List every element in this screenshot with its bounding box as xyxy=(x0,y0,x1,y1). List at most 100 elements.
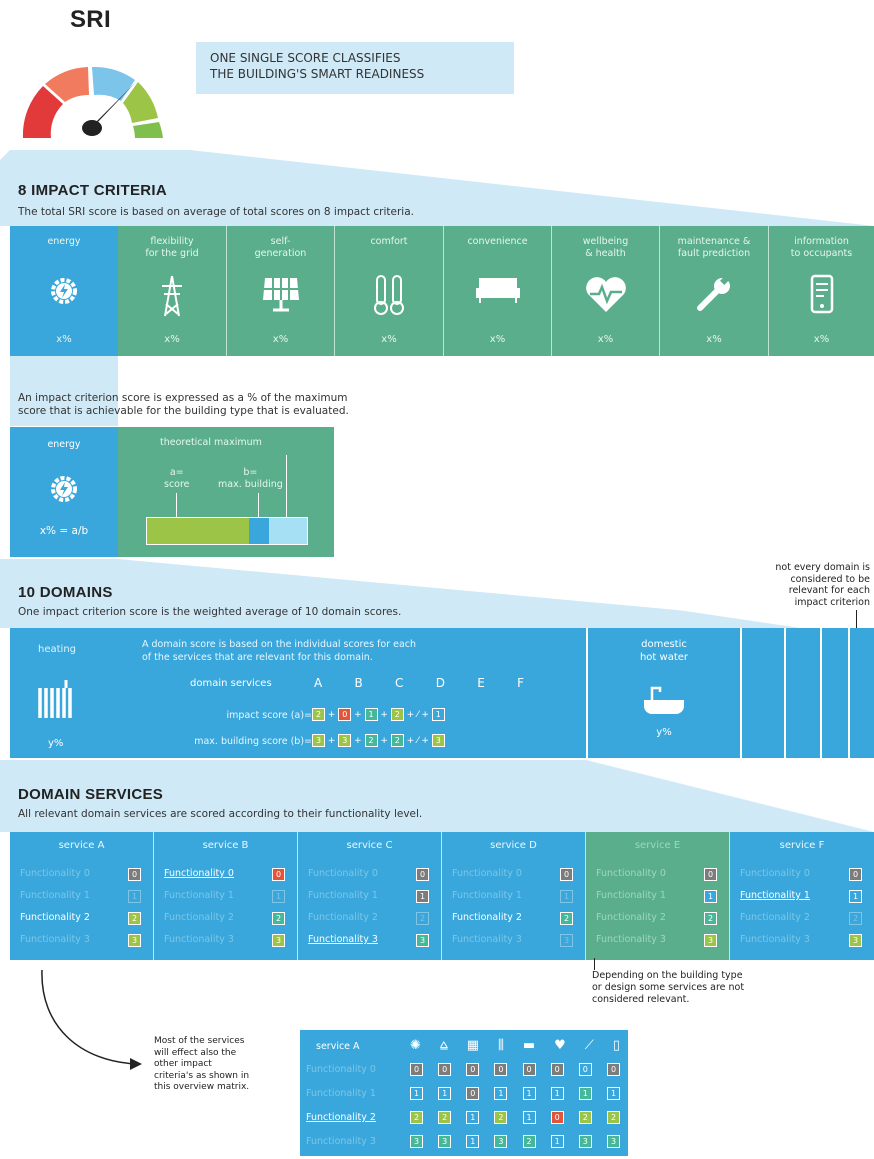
matrix-row-label: Functionality 0 xyxy=(306,1064,376,1075)
fn-box: 3 xyxy=(704,934,717,947)
domains-heading: 10 DOMAINS xyxy=(18,584,113,601)
matrix-cell: 3 xyxy=(410,1135,423,1148)
score-box: 2 xyxy=(312,708,325,721)
letter: E xyxy=(477,676,485,690)
score-box: 2 xyxy=(390,734,404,747)
fn-box: 0 xyxy=(416,868,429,881)
theoretical-panel: theoretical maximum a=score b=max. build… xyxy=(118,427,334,557)
smartphone-icon xyxy=(810,274,833,314)
fn-box: 3 xyxy=(128,934,141,947)
domain-3 xyxy=(742,628,784,758)
service-name: service E xyxy=(634,840,681,851)
note-line: not every domain is xyxy=(775,562,870,573)
power-tower-icon: ⩠ xyxy=(439,1038,448,1053)
matrix-cell: 0 xyxy=(522,1063,536,1076)
services-heading: DOMAIN SERVICES xyxy=(18,786,164,803)
matrix-cell: 1 xyxy=(606,1087,620,1100)
matrix-icon-row: ✺⩠▦⫼▬♥⟋▯ xyxy=(410,1038,620,1053)
b-label-2: max. building xyxy=(218,479,283,490)
matrix-cell: 1 xyxy=(578,1087,592,1100)
note-line: criteria's as shown in xyxy=(154,1070,250,1081)
fn-label: Functionality 2 xyxy=(740,912,810,923)
matrix-row-label: Functionality 2 xyxy=(306,1112,376,1123)
note-line: considered to be xyxy=(790,573,870,585)
criterion-comfort: comfort x% xyxy=(335,226,444,356)
note-line: Depending on the building type xyxy=(592,970,743,981)
criterion-label-2: to occupants xyxy=(790,248,853,259)
impact-subtitle: The total SRI score is based on average … xyxy=(18,206,414,218)
wrench-icon: ⟋ xyxy=(584,1038,594,1053)
criterion-pct: x% xyxy=(56,334,72,345)
matrix-cell: 0 xyxy=(410,1063,423,1076)
fn-box: 2 xyxy=(272,912,285,925)
matrix-cell: 0 xyxy=(550,1063,564,1076)
fn-label: Functionality 0 xyxy=(596,868,666,879)
funnel-band-2 xyxy=(0,559,874,628)
fn-box: 1 xyxy=(560,890,573,903)
criterion-label-2: & health xyxy=(585,248,626,259)
fn-label: Functionality 3 xyxy=(740,934,810,945)
fn-row-active: Functionality 1 1 xyxy=(740,890,866,904)
service-name: service A xyxy=(58,840,105,851)
domain-5 xyxy=(822,628,848,758)
letter: A xyxy=(314,676,323,690)
matrix-note: Most of the services will effect also th… xyxy=(154,1036,249,1094)
power-tower-icon xyxy=(162,275,182,317)
fn-label: Functionality 1 xyxy=(740,890,810,901)
letter: D xyxy=(435,676,445,690)
criterion-self-generation: self-generation x% xyxy=(227,226,335,356)
note-line: other impact xyxy=(154,1059,212,1069)
fn-box: 1 xyxy=(272,890,285,903)
matrix-cell: 0 xyxy=(578,1063,592,1076)
score-bar xyxy=(146,517,308,545)
matrix-cell: 1 xyxy=(550,1135,564,1148)
fn-box: 0 xyxy=(560,868,573,881)
solar-panel-icon: ▦ xyxy=(466,1038,480,1053)
service-name: service F xyxy=(779,840,825,851)
criterion-pct: x% xyxy=(164,334,180,345)
fn-box: 1 xyxy=(849,890,862,903)
score-box: 3 xyxy=(312,734,325,747)
criterion-label-2: generation xyxy=(254,248,307,259)
fn-box: 2 xyxy=(704,912,717,925)
fn-box: 3 xyxy=(416,934,429,947)
gauge-icon xyxy=(22,66,163,138)
criterion-maintenance: maintenance &fault prediction x% xyxy=(660,226,769,356)
dhw-label-2: hot water xyxy=(639,652,689,663)
fn-label: Functionality 0 xyxy=(740,868,810,879)
matrix-cell: 2 xyxy=(522,1135,536,1148)
intro-line-1: ONE SINGLE SCORE CLASSIFIES xyxy=(210,51,401,65)
fn-label: Functionality 3 xyxy=(308,934,378,945)
impact-heading: 8 IMPACT CRITERIA xyxy=(18,182,167,199)
score-box: 2 xyxy=(390,708,404,721)
matrix-cell: 1 xyxy=(466,1135,480,1148)
fn-label: Functionality 1 xyxy=(20,890,90,901)
services-label: domain services xyxy=(190,678,272,689)
criterion-label: information xyxy=(794,236,849,247)
matrix-cell: 0 xyxy=(494,1063,508,1076)
letter: B xyxy=(354,676,363,690)
fn-label: Functionality 2 xyxy=(308,912,378,923)
score-box: 3 xyxy=(338,734,352,747)
fn-box: 0 xyxy=(849,868,862,881)
energy-label: energy xyxy=(47,439,81,450)
criterion-label: comfort xyxy=(370,236,408,247)
sri-title: SRI xyxy=(70,6,111,33)
wrench-icon xyxy=(697,275,730,311)
matrix-cell: 2 xyxy=(578,1111,592,1124)
formula: x% = a/b xyxy=(39,525,89,537)
domain-hot-water: domestic hot water y% xyxy=(588,628,740,758)
note-line: this overview matrix. xyxy=(154,1082,250,1092)
heart-pulse-icon xyxy=(585,277,626,312)
